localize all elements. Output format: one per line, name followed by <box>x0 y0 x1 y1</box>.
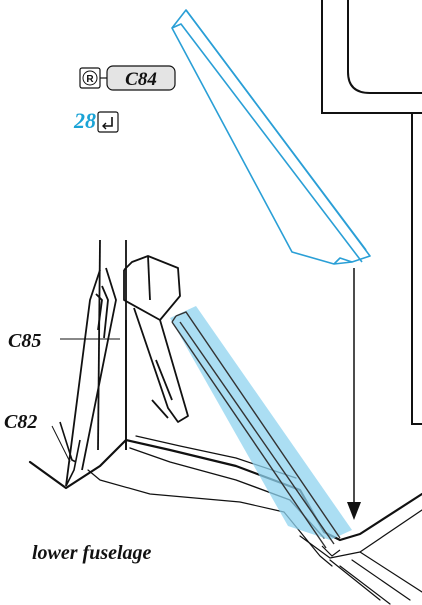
placement-arrow <box>347 268 361 520</box>
label-c85: C85 <box>8 330 41 352</box>
step-number: 28 <box>74 108 96 133</box>
fuselage-base <box>28 435 422 605</box>
part-code-label: C84 <box>125 69 157 90</box>
c82-leader <box>51 425 71 463</box>
right-side-letter: R <box>86 74 94 85</box>
strip-in-place <box>171 311 341 549</box>
label-c82: C82 <box>4 411 37 433</box>
right-strut <box>123 255 189 450</box>
c82-strut <box>59 421 81 487</box>
label-lower-fuselage: lower fuselage <box>32 542 152 564</box>
part-c84-outline <box>171 9 371 265</box>
flip-icon <box>97 111 119 133</box>
frame-panel <box>321 0 422 425</box>
strip-end-detail <box>321 545 341 557</box>
part-code-badge: C84 <box>106 65 176 91</box>
right-side-badge: R <box>79 67 101 89</box>
